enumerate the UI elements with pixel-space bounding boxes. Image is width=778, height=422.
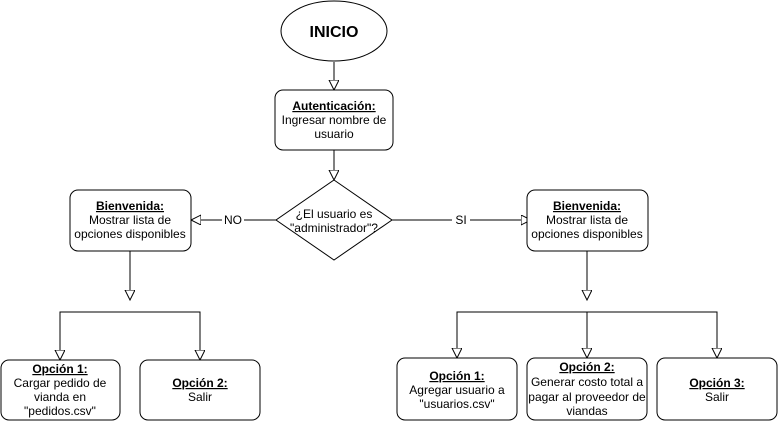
auth-line-2: usuario (314, 127, 354, 141)
right-option-2-line-1: Generar costo total a (531, 375, 643, 389)
start-label: INICIO (310, 24, 359, 41)
right-option-1-node (396, 357, 518, 421)
left-option-1-title: Opción 1: (32, 362, 87, 376)
edge-label-no: NO (224, 213, 242, 227)
right-option-2-line-2: pagar al proveedor de (528, 390, 646, 404)
left-option-2-title: Opción 2: (172, 376, 227, 390)
right-option-1-line-2: "usuarios.csv" (419, 397, 494, 411)
left-option-2-node (139, 359, 261, 421)
right-option-3-line-1: Salir (705, 390, 729, 404)
auth-node (274, 89, 394, 151)
left-option-1-line-1: Cargar pedido de (14, 376, 107, 390)
decision-line-2: "administrador"? (290, 221, 378, 235)
left-option-1-node (0, 359, 121, 421)
auth-line-1: Ingresar nombre de (282, 113, 387, 127)
auth-title: Autenticación: (292, 99, 375, 113)
right-welcome-title: Bienvenida: (553, 199, 621, 213)
right-option-3-node (656, 357, 778, 421)
left-welcome-node (69, 189, 192, 252)
decision-node (275, 179, 393, 261)
left-welcome-title: Bienvenida: (96, 199, 164, 213)
right-option-2-title: Opción 2: (559, 360, 614, 374)
right-welcome-line-1: Mostrar lista de (546, 213, 628, 227)
right-option-1-title: Opción 1: (429, 369, 484, 383)
right-option-1-line-1: Agregar usuario a (409, 383, 505, 397)
right-option-2-line-3: viandas (566, 404, 607, 418)
edge-left-branch (59, 311, 201, 360)
left-welcome-line-2: opciones disponibles (74, 227, 185, 241)
right-option-3-title: Opción 3: (689, 376, 744, 390)
left-option-1-line-3: "pedidos.csv" (24, 404, 96, 418)
right-option-2-node (526, 357, 648, 421)
left-option-2-line-1: Salir (188, 390, 212, 404)
start-node (280, 0, 388, 62)
left-option-1-line-2: vianda en (34, 390, 86, 404)
decision-line-1: ¿El usuario es (296, 207, 373, 221)
edge-label-yes: SI (455, 213, 466, 227)
right-welcome-node (526, 189, 649, 252)
right-welcome-line-2: opciones disponibles (531, 227, 642, 241)
left-welcome-line-1: Mostrar lista de (89, 213, 171, 227)
